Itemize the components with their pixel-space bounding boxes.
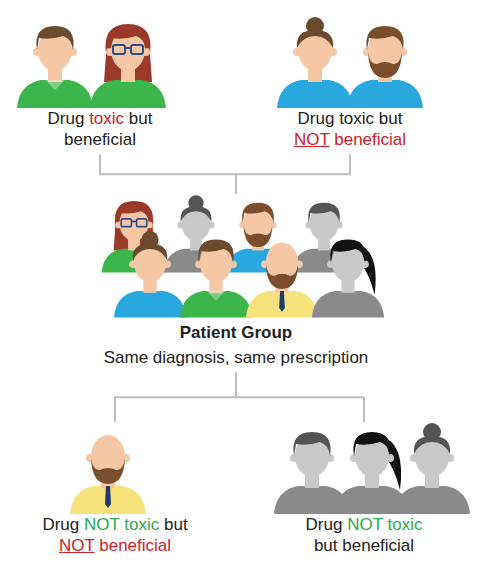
group-heading: Patient Group xyxy=(86,322,386,343)
group-caption: Drug toxic but beneficial xyxy=(30,108,170,151)
patient-group: Drug toxic but NOT beneficial xyxy=(268,12,432,151)
patient-group: Drug toxic but beneficial xyxy=(20,12,180,151)
bracket-connector xyxy=(115,373,236,423)
patient-group: Drug NOT toxic but beneficial xyxy=(272,420,456,557)
group-caption: Drug NOT toxic but beneficial xyxy=(294,514,434,557)
group-caption: Same diagnosis, same prescription xyxy=(86,347,386,368)
bracket-connector xyxy=(100,155,236,195)
group-caption: Drug NOT toxic but NOT beneficial xyxy=(30,514,200,557)
group-caption: Drug toxic but NOT beneficial xyxy=(280,108,420,151)
patient-group: Patient GroupSame diagnosis, same prescr… xyxy=(86,192,386,369)
patient-group: Drug NOT toxic but NOT beneficial xyxy=(30,420,200,557)
bracket-connector xyxy=(236,373,364,423)
bracket-connector xyxy=(236,155,350,195)
